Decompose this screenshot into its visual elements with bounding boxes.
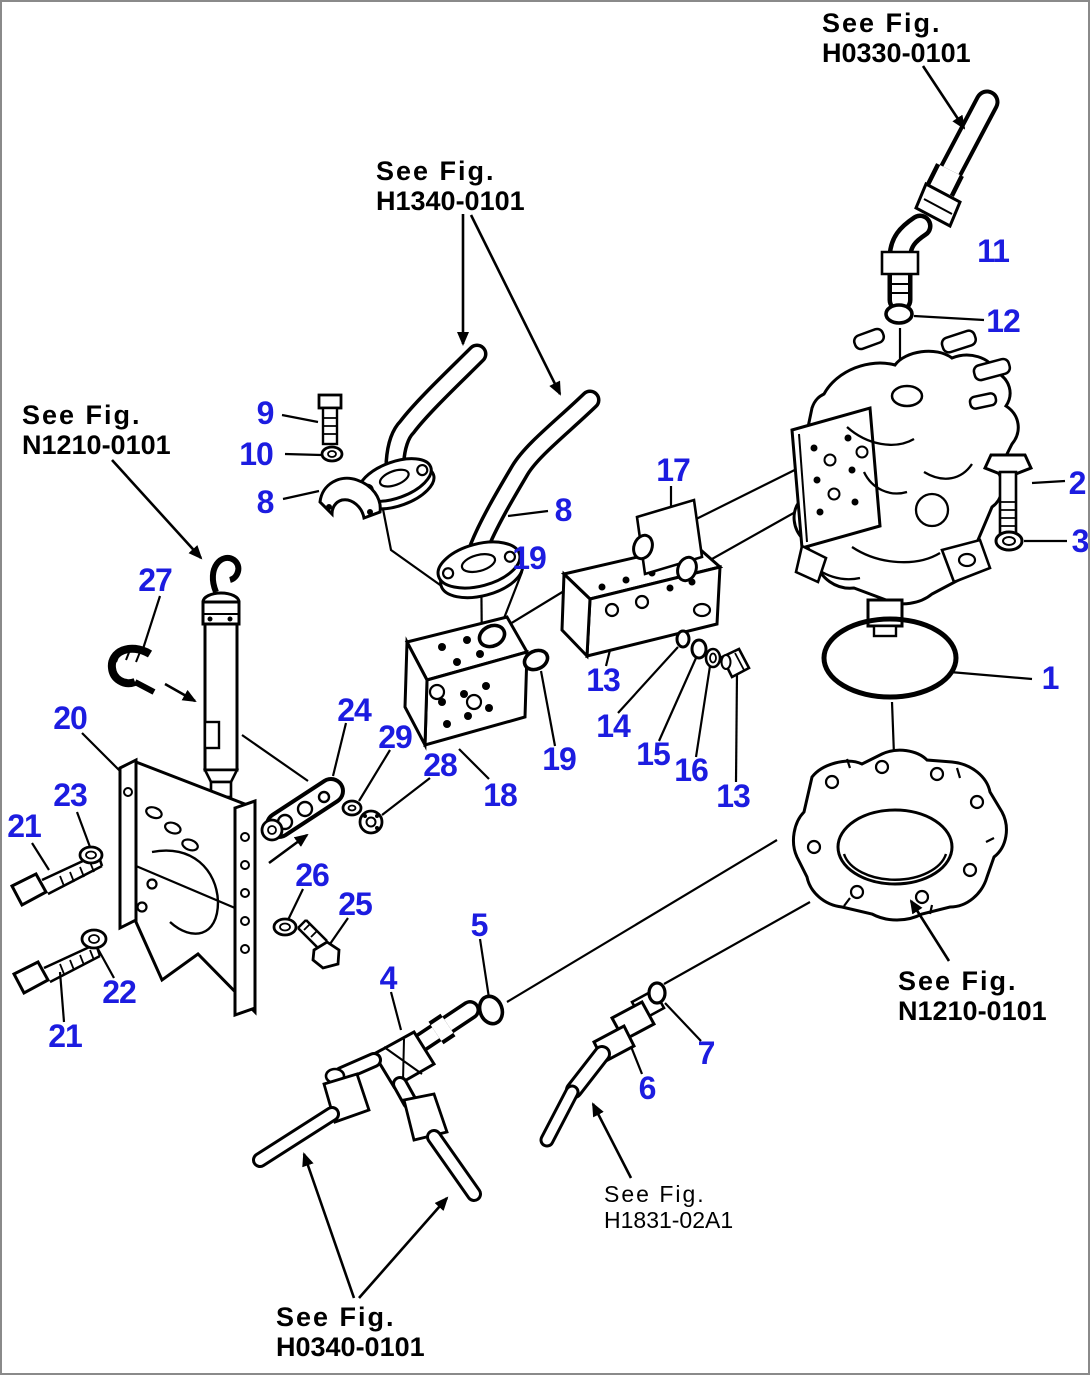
callout-18: 18 — [483, 777, 518, 813]
figure-reference-code: N1210-0101 — [22, 430, 171, 461]
o-ring-1 — [821, 616, 959, 700]
callout-5: 5 — [470, 907, 489, 943]
see-fig-label-h0330-0101: See Fig.H0330-0101 — [822, 8, 971, 68]
link-24 — [260, 777, 345, 842]
callout-25: 25 — [338, 886, 373, 922]
callout-23: 23 — [53, 777, 88, 813]
figure-reference-code: N1210-0101 — [898, 996, 1047, 1027]
callout-13: 13 — [586, 662, 621, 698]
see-fig-text: See Fig. — [276, 1302, 396, 1332]
callout-12: 12 — [986, 303, 1021, 339]
see-fig-label-n1210-0101-right: See Fig.N1210-0101 — [898, 966, 1047, 1026]
callout-21: 21 — [7, 808, 42, 844]
bolt-2 — [982, 453, 1034, 536]
callout-13: 13 — [716, 778, 751, 814]
bolt-21-lower — [11, 942, 102, 996]
leader-lines — [31, 314, 1067, 1075]
callout-14: 14 — [596, 708, 631, 744]
callout-2: 2 — [1068, 465, 1087, 501]
o-ring-15 — [690, 638, 708, 660]
see-fig-label-n1210-0101-left: See Fig.N1210-0101 — [22, 400, 171, 460]
o-ring-19-lower — [522, 648, 550, 672]
figure-reference-code: H0340-0101 — [276, 1332, 425, 1363]
callout-29: 29 — [378, 719, 413, 755]
washer-29 — [341, 799, 363, 817]
callout-15: 15 — [636, 736, 671, 772]
hose-lower-h0340 — [402, 1092, 482, 1202]
washer-10 — [320, 445, 344, 463]
ring-16 — [704, 647, 722, 669]
see-fig-text: See Fig. — [898, 966, 1018, 996]
manifold-block-18 — [403, 615, 530, 751]
nut-26 — [272, 917, 298, 937]
callout-27: 27 — [138, 562, 173, 598]
clamp-27 — [107, 644, 156, 695]
see-fig-text: See Fig. — [604, 1181, 706, 1207]
swing-motor — [790, 327, 1020, 638]
bent-pipe-right — [436, 389, 601, 600]
o-ring-14 — [675, 629, 691, 649]
callout-11: 11 — [977, 233, 1010, 269]
washer-22 — [80, 928, 108, 950]
nut-3 — [994, 530, 1024, 552]
hose-h0330 — [914, 89, 1000, 229]
callout-22: 22 — [102, 974, 137, 1010]
see-fig-label-h1340-0101: See Fig.H1340-0101 — [376, 156, 525, 216]
callout-8: 8 — [256, 484, 275, 520]
callout-3: 3 — [1071, 523, 1089, 559]
figure-reference-code: H1340-0101 — [376, 186, 525, 217]
bolt-9 — [317, 393, 343, 446]
callout-7: 7 — [697, 1035, 716, 1071]
o-ring-5 — [477, 994, 505, 1026]
callout-24: 24 — [337, 692, 372, 728]
clamp-8 — [318, 476, 382, 521]
callout-4: 4 — [379, 960, 398, 996]
see-fig-text: See Fig. — [376, 156, 496, 186]
see-fig-text: See Fig. — [822, 8, 942, 38]
callout-21: 21 — [48, 1018, 83, 1054]
nut-28 — [358, 809, 384, 835]
callout-28: 28 — [423, 747, 458, 783]
callout-26: 26 — [295, 857, 330, 893]
elbow-fitting-11 — [880, 213, 933, 313]
callout-6: 6 — [638, 1070, 657, 1106]
callout-8: 8 — [554, 492, 573, 528]
bolt-25 — [297, 919, 341, 970]
callout-20: 20 — [53, 700, 88, 736]
elbow-fitting-6 — [539, 988, 666, 1148]
see-fig-label-h1831-02a1: See Fig.H1831-02A1 — [604, 1181, 734, 1234]
see-fig-label-h0340-0101: See Fig.H0340-0101 — [276, 1302, 425, 1362]
o-ring-7 — [647, 981, 667, 1005]
cushion-cylinder — [201, 555, 242, 799]
tee-fitting-4 — [324, 1000, 480, 1110]
callout-9: 9 — [256, 395, 275, 431]
mount-bracket-20 — [118, 757, 257, 1018]
callout-17: 17 — [656, 452, 691, 488]
callout-16: 16 — [674, 752, 709, 788]
callout-19: 19 — [512, 540, 547, 576]
o-ring-12 — [884, 303, 914, 325]
callout-19: 19 — [542, 741, 577, 777]
washer-23 — [78, 845, 104, 865]
plate-17 — [632, 498, 704, 583]
figure-reference-code: H1831-02A1 — [604, 1206, 734, 1233]
arrow-lines — [111, 65, 966, 1299]
hose-left-h0340 — [252, 1072, 371, 1168]
motor-cover — [792, 748, 1008, 922]
o-ring-19-upper — [477, 623, 507, 649]
callout-1: 1 — [1041, 660, 1060, 696]
plug-13 — [720, 647, 751, 679]
callout-10: 10 — [239, 436, 274, 472]
figure-reference-code: H0330-0101 — [822, 38, 971, 69]
see-fig-text: See Fig. — [22, 400, 142, 430]
